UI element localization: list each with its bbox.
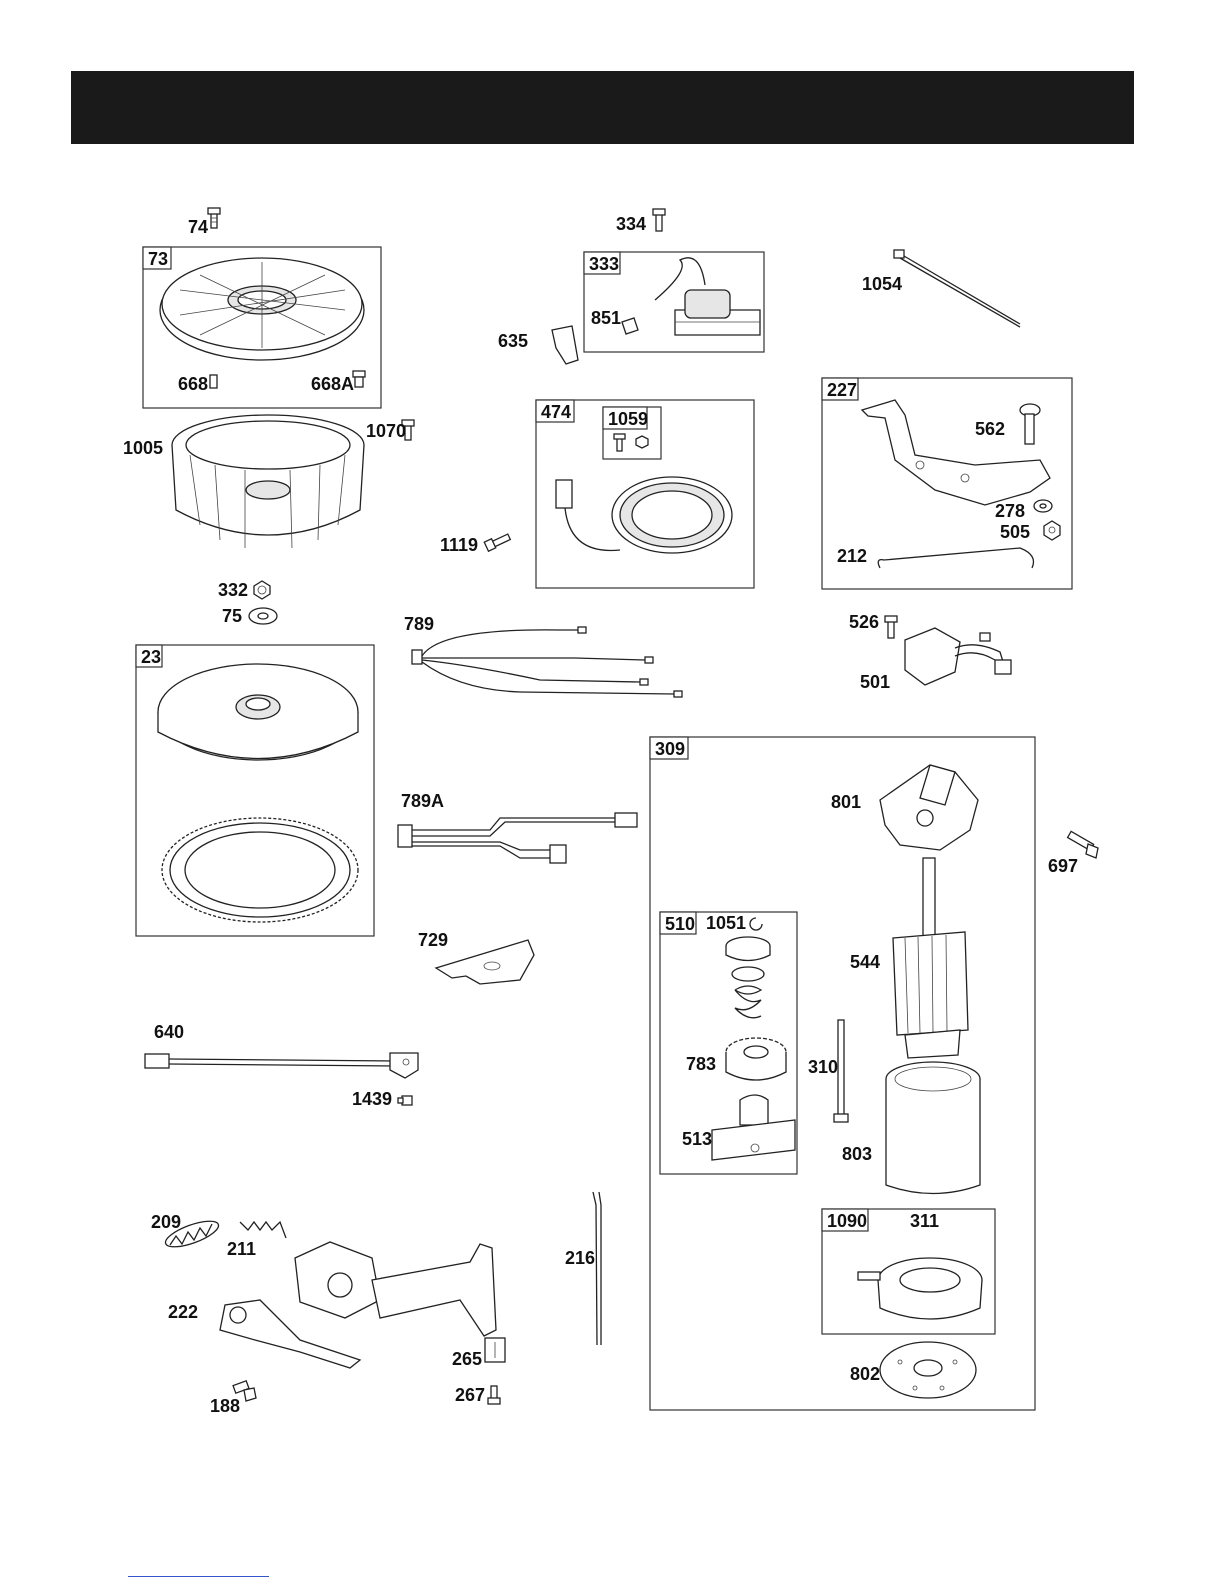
part-562-bolt [1020,404,1040,444]
label-697: 697 [1048,856,1078,876]
label-209: 209 [151,1212,181,1232]
part-216-rod [593,1192,601,1345]
label-1090: 1090 [827,1211,867,1231]
label-668A: 668A [311,374,354,394]
part-267-screw [488,1386,500,1404]
label-1119: 1119 [440,535,478,555]
part-501-rectifier [905,628,1011,685]
part-73-blower-housing [160,258,364,360]
label-73: 73 [148,249,168,269]
label-474: 474 [541,402,571,422]
part-640-ground-wire [145,1053,418,1078]
label-333: 333 [589,254,619,274]
part-526-screw [885,616,897,638]
label-74: 74 [188,217,208,237]
part-729-plate [436,940,534,984]
part-789-wire-harness [412,627,682,697]
part-510-starter-drive [726,937,770,1018]
label-513: 513 [682,1129,712,1149]
part-801-end-cap [880,765,978,850]
label-544: 544 [850,952,880,972]
label-729: 729 [418,930,448,950]
label-311: 311 [910,1211,939,1231]
label-635: 635 [498,331,528,351]
part-211-spring [240,1222,286,1238]
label-1439: 1439 [352,1089,392,1109]
label-510: 510 [665,914,695,934]
label-526: 526 [849,612,879,632]
label-227: 227 [827,380,857,400]
label-501: 501 [860,672,890,692]
part-474-alternator-stator [556,477,732,553]
label-851: 851 [591,308,621,328]
part-227-control-lever [862,400,1050,505]
part-332-nut [254,581,270,599]
label-310: 310 [808,1057,838,1077]
part-1051-ring [750,918,762,930]
label-216: 216 [565,1248,595,1268]
part-23-ring-gear [162,818,358,922]
part-802-end-plate [880,1342,976,1398]
label-505: 505 [1000,522,1030,542]
part-212-link [878,548,1033,568]
part-334-screw [653,209,665,231]
label-267: 267 [455,1385,485,1405]
label-212: 212 [837,546,867,566]
label-789A: 789A [401,791,444,811]
footer-link-underline [128,1576,269,1577]
part-1054-cable-tie [894,250,1020,327]
label-309: 309 [655,739,685,759]
label-334: 334 [616,214,646,234]
part-1439-screw [398,1096,412,1105]
label-668: 668 [178,374,208,394]
part-75-washer [249,608,277,624]
part-74-screw [208,208,220,228]
part-1119-screw [484,534,510,551]
part-635-spark-plug-boot [552,326,578,364]
label-1005: 1005 [123,438,163,458]
part-668A-screw [353,371,365,387]
label-1070: 1070 [366,421,406,441]
part-265-clip [485,1338,505,1362]
label-801: 801 [831,792,861,812]
part-783-pinion-gear [726,1038,786,1080]
part-333-ignition-armature [655,258,760,335]
label-211: 211 [227,1239,256,1259]
label-222: 222 [168,1302,198,1322]
part-505-nut [1044,521,1060,540]
part-697-bolt [1068,831,1098,858]
part-278-washer [1034,500,1052,512]
label-188: 188 [210,1396,240,1416]
part-23-flywheel [158,664,358,760]
part-1059-hardware [614,434,648,451]
label-562: 562 [975,419,1005,439]
part-668-pin [210,375,217,388]
label-332: 332 [218,580,248,600]
label-789: 789 [404,614,434,634]
label-803: 803 [842,1144,872,1164]
label-1059: 1059 [608,409,648,429]
part-803-starter-housing [886,1062,980,1194]
label-1051: 1051 [706,913,746,933]
label-1054: 1054 [862,274,902,294]
label-75: 75 [222,606,242,626]
part-1005-flywheel-fan [172,415,364,548]
label-640: 640 [154,1022,184,1042]
label-23: 23 [141,647,161,667]
label-265: 265 [452,1349,482,1369]
part-513-drive-base [712,1095,795,1160]
part-1090-brush-holder [858,1258,982,1319]
label-278: 278 [995,501,1025,521]
part-851-clip [622,318,638,334]
part-544-armature [893,858,968,1058]
label-783: 783 [686,1054,716,1074]
label-802: 802 [850,1364,880,1384]
part-789A-wire-harness [398,813,637,863]
